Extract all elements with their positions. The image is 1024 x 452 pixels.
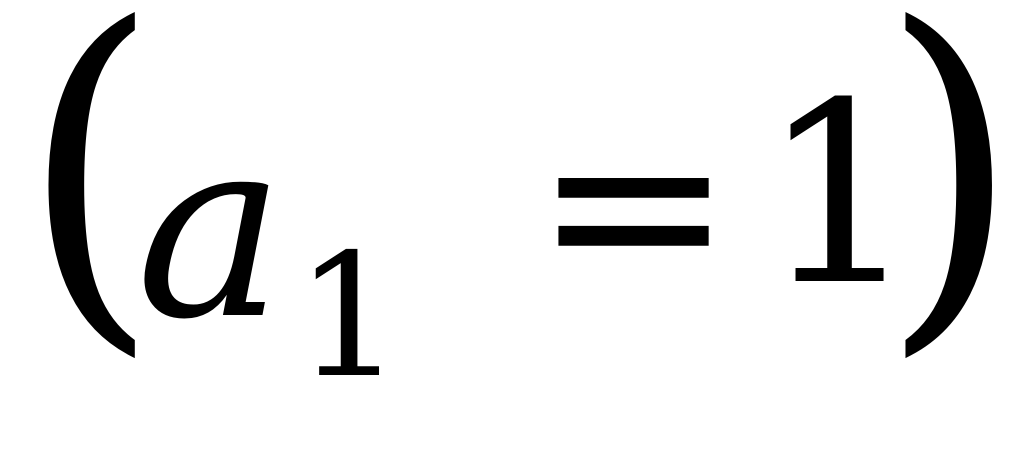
equals-sign: = — [533, 64, 735, 344]
left-parenthesis: ( — [20, 0, 161, 389]
value-one: 1 — [760, 49, 920, 340]
variable-a: a — [136, 83, 286, 374]
right-parenthesis: ) — [880, 0, 1021, 389]
subscript-one: 1 — [295, 218, 404, 416]
